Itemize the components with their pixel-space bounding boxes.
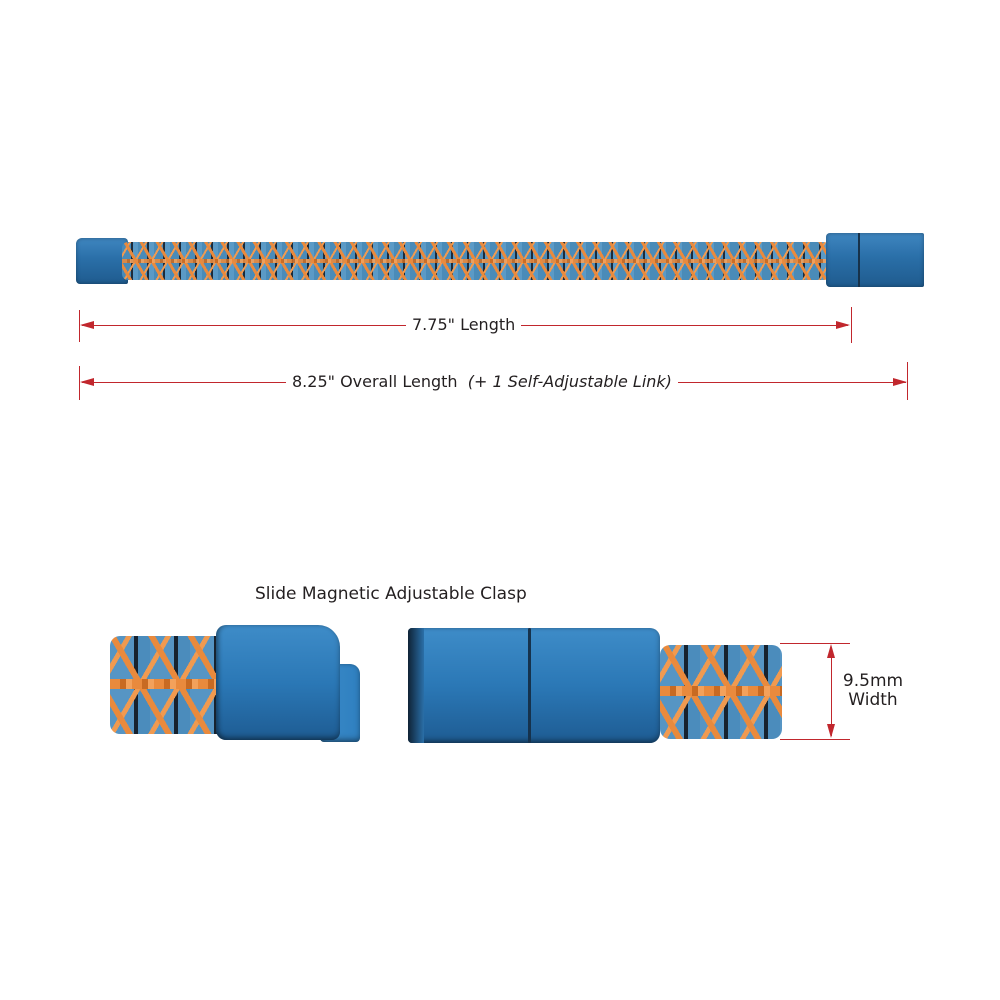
bracelet-right-clasp (826, 233, 924, 287)
length-tick-right (851, 307, 852, 343)
width-bottom-line (780, 739, 850, 740)
detail-chain-right (660, 645, 782, 739)
length-tick-left (79, 310, 80, 342)
length-label: 7.75" Length (406, 315, 522, 335)
overall-tick-left (79, 366, 80, 400)
width-top-line (780, 643, 850, 644)
bracelet-chain (122, 242, 830, 280)
overall-length-value: 8.25" Overall Length (292, 372, 458, 391)
arrow-down-icon (827, 724, 835, 738)
width-caption: Width (848, 690, 898, 710)
overall-length-label: 8.25" Overall Length (+ 1 Self-Adjustabl… (286, 372, 678, 392)
overall-length-note: (+ 1 Self-Adjustable Link) (467, 372, 672, 391)
width-vertical-line (831, 648, 832, 736)
arrow-right-icon (836, 321, 850, 329)
arrow-right-icon (893, 378, 907, 386)
width-value: 9.5mm (842, 671, 904, 691)
width-label: 9.5mm Width (833, 672, 913, 710)
clasp-title: Slide Magnetic Adjustable Clasp (255, 584, 527, 604)
detail-clasp-left-body (216, 625, 340, 740)
detail-clasp-right-body (408, 628, 660, 743)
bracelet-left-clasp (76, 238, 128, 284)
detail-chain-left (110, 636, 235, 734)
overall-tick-right (907, 362, 908, 400)
